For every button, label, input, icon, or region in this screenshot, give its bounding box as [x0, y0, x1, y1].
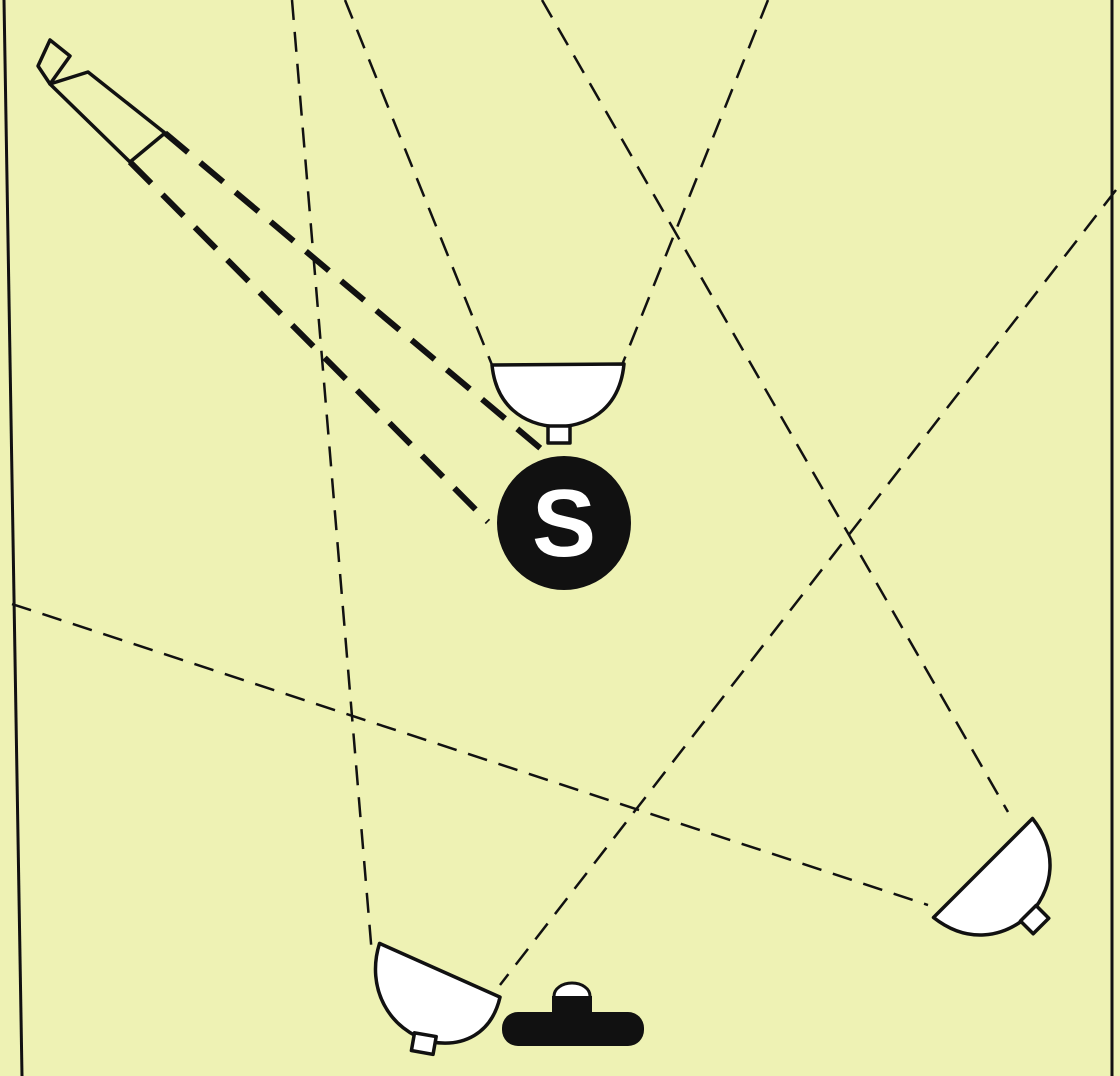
camera-cone-line — [163, 130, 554, 461]
right-light-beams — [11, 0, 1010, 907]
lamp-reflector — [490, 362, 626, 429]
camera-cone-line — [127, 159, 491, 525]
tripod-base — [502, 981, 644, 1046]
camera-eyepiece — [36, 38, 72, 86]
top-light-beams — [343, 0, 770, 366]
lamp-reflector — [931, 816, 1052, 937]
subject: S — [497, 456, 631, 590]
tripod-bar-horizontal — [502, 1012, 644, 1046]
camera-view-cone — [127, 130, 554, 525]
subject-label: S — [532, 470, 596, 577]
beam-line — [343, 0, 494, 366]
beam-line — [620, 0, 770, 366]
lamp-socket — [409, 1031, 438, 1057]
beam-line — [540, 0, 1010, 813]
bottom-left-light-beams — [290, 0, 1117, 986]
right-light — [931, 816, 1052, 937]
beam-line — [11, 602, 929, 907]
frame-left-edge — [2, 0, 24, 1076]
beam-line — [290, 0, 374, 956]
subject-circle — [497, 456, 631, 590]
lamp-socket — [546, 424, 572, 445]
bottom-left-light — [373, 941, 502, 1057]
camera-body — [48, 70, 167, 164]
lamp-socket — [1018, 903, 1051, 936]
top-light — [490, 362, 626, 445]
camera — [36, 38, 167, 164]
beam-line — [499, 189, 1117, 986]
